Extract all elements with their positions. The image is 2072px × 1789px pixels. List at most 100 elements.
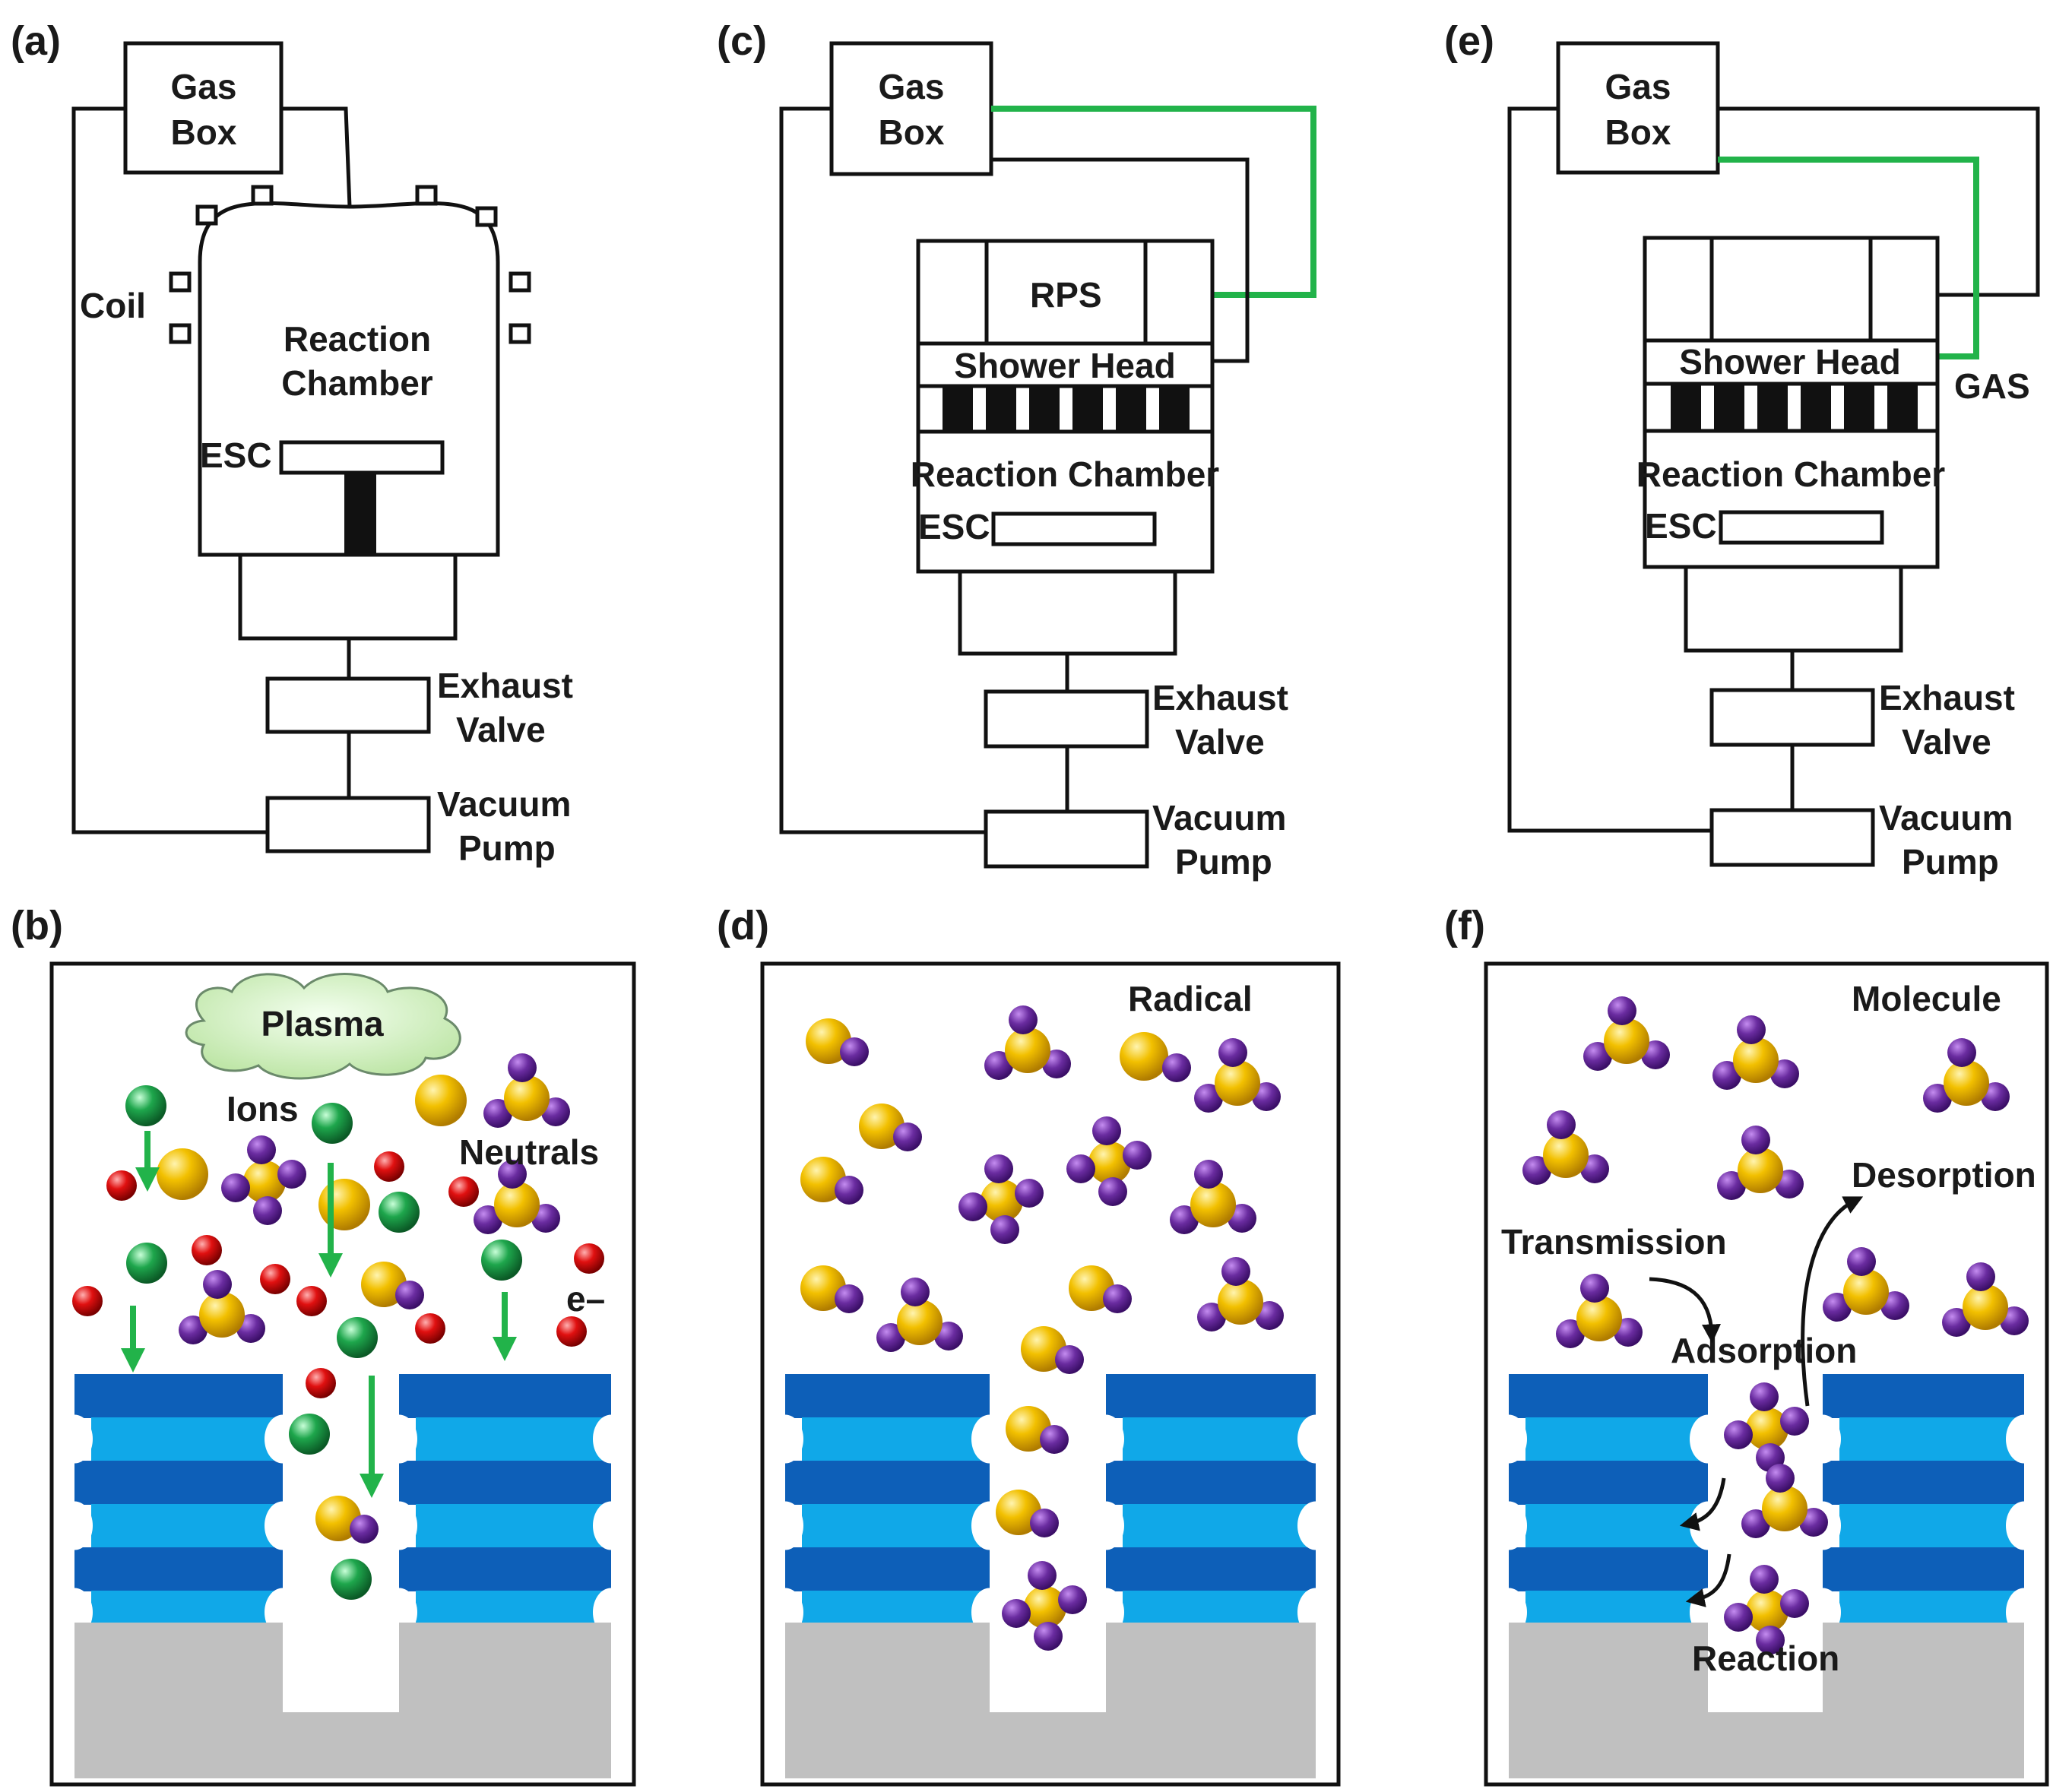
molecule-gold-atom: [1576, 1296, 1622, 1341]
molecule-gold-atom: [1738, 1148, 1783, 1193]
molecule-purple-atom: [1194, 1160, 1223, 1189]
exhaust-valve-e: [1709, 688, 1875, 747]
shower-head-c: Shower Head: [954, 346, 1175, 385]
panel-c: (c) Gas Box RPS Shower Head Reaction Cha…: [717, 18, 1316, 882]
molecule-gold-atom: [504, 1075, 550, 1121]
star-purple-atom: [1724, 1603, 1753, 1632]
electron-particle: [192, 1235, 222, 1265]
vacuum-pump-a: [265, 796, 431, 853]
chamber-a-line1: Reaction: [284, 319, 431, 359]
electron-particle: [72, 1286, 103, 1316]
stack-layer: [399, 1461, 611, 1505]
molecule-purple-atom: [508, 1053, 537, 1082]
esc-a: [279, 440, 445, 475]
stack-scallop: [593, 1501, 629, 1550]
coil-squares-a: [169, 185, 531, 344]
molecule-purple-atom: [1966, 1262, 1995, 1291]
gas-box-c: [829, 41, 993, 176]
stack-layer: [1839, 1504, 2024, 1548]
molecule-purple-atom: [1741, 1126, 1770, 1154]
stack-layer: [416, 1417, 611, 1461]
radical-gold-atom: [1069, 1265, 1114, 1311]
chamber-c-label: Reaction Chamber: [911, 454, 1220, 494]
rps-label: RPS: [1030, 275, 1102, 315]
coil-label-a: Coil: [80, 286, 146, 325]
radical-gold-atom: [800, 1157, 846, 1202]
stack-scallop: [1690, 1501, 1726, 1550]
star-purple-atom: [247, 1135, 276, 1164]
diffusion-arrow-2: [1685, 1553, 1731, 1607]
molecule-purple-atom: [1197, 1303, 1226, 1331]
chamber-a-line2: Chamber: [281, 363, 432, 403]
radical-purple-atom: [1103, 1284, 1132, 1313]
stack-scallop: [1804, 1414, 1841, 1464]
stack-scallop: [381, 1501, 417, 1550]
gas-box-a: [123, 41, 284, 175]
molecule-gold-atom: [199, 1292, 245, 1338]
return-line-c: [779, 106, 986, 834]
vacuum-pump-e: [1709, 808, 1875, 867]
esc-label-c: ESC: [918, 507, 990, 546]
molecule-purple-atom: [876, 1323, 905, 1352]
stack-scallop: [767, 1414, 803, 1464]
stack-layer: [785, 1547, 990, 1591]
stack-layer: [802, 1504, 990, 1548]
pump-e-line1: Vacuum: [1879, 798, 2013, 838]
star-purple-atom: [221, 1173, 250, 1202]
star-purple-atom: [1002, 1599, 1031, 1628]
green-line-c: [991, 106, 1316, 298]
electron-particle: [448, 1176, 479, 1207]
stack-layer: [1525, 1417, 1708, 1461]
molecule-gold-atom: [1843, 1269, 1889, 1315]
star-purple-atom: [1780, 1589, 1809, 1618]
star-purple-atom: [1028, 1561, 1057, 1590]
stack-layer: [74, 1374, 283, 1418]
electron-particle: [260, 1264, 290, 1294]
stack-scallop: [265, 1501, 301, 1550]
stack-layer: [785, 1374, 990, 1418]
molecule-label: Molecule: [1852, 979, 2001, 1018]
ion-particle: [125, 1085, 166, 1126]
radical-purple-atom: [893, 1122, 922, 1151]
molecule-purple-atom: [498, 1160, 527, 1189]
stack-layer: [1525, 1504, 1708, 1548]
molecule-gold-atom: [897, 1300, 943, 1345]
star-purple-atom: [1724, 1420, 1753, 1449]
radical-gold-atom: [800, 1265, 846, 1311]
molecule-gold-atom: [494, 1182, 540, 1227]
exhaust-e-line1: Exhaust: [1879, 678, 2015, 717]
stack-layer: [1123, 1504, 1316, 1548]
stack-layer: [91, 1504, 283, 1548]
desorption-arrow: [1801, 1196, 1864, 1407]
gas-label-e: GAS: [1954, 366, 2030, 406]
electron-particle: [306, 1368, 336, 1398]
electron-particle: [556, 1316, 587, 1347]
panel-b-overlay: Plasma Ions Neutrals e–: [121, 973, 605, 1498]
molecule-purple-atom: [474, 1205, 502, 1234]
return-line-a: [71, 106, 268, 834]
exhaust-valve-a: [265, 676, 431, 734]
plasma-label: Plasma: [261, 1004, 384, 1043]
molecule-purple-atom: [179, 1316, 208, 1344]
molecule-gold-atom: [1005, 1027, 1050, 1073]
molecule-purple-atom: [1608, 996, 1636, 1025]
molecule-purple-atom: [1712, 1061, 1741, 1090]
gas-box-a-line1: Gas: [171, 67, 237, 106]
exhaust-valve-c: [984, 689, 1149, 749]
star-purple-atom: [1058, 1585, 1087, 1614]
molecule-gold-atom: [1543, 1132, 1589, 1178]
molecule-gold-atom: [1604, 1018, 1649, 1064]
desorption-label: Desorption: [1852, 1155, 2036, 1195]
gas-box-a-line2: Box: [171, 112, 237, 152]
stack-scallop: [593, 1414, 629, 1464]
molecule-purple-atom: [1218, 1038, 1247, 1067]
radical-label: Radical: [1128, 979, 1253, 1018]
pump-e-line2: Pump: [1902, 842, 1999, 882]
star-purple-atom: [1780, 1407, 1809, 1436]
molecule-purple-atom: [1583, 1042, 1612, 1071]
stack-scallop: [971, 1414, 1008, 1464]
radical-gold-atom: [1120, 1032, 1168, 1081]
stack-scallop: [1297, 1501, 1334, 1550]
radical-gold-atom: [1006, 1406, 1051, 1452]
radical-purple-atom: [1162, 1053, 1191, 1082]
